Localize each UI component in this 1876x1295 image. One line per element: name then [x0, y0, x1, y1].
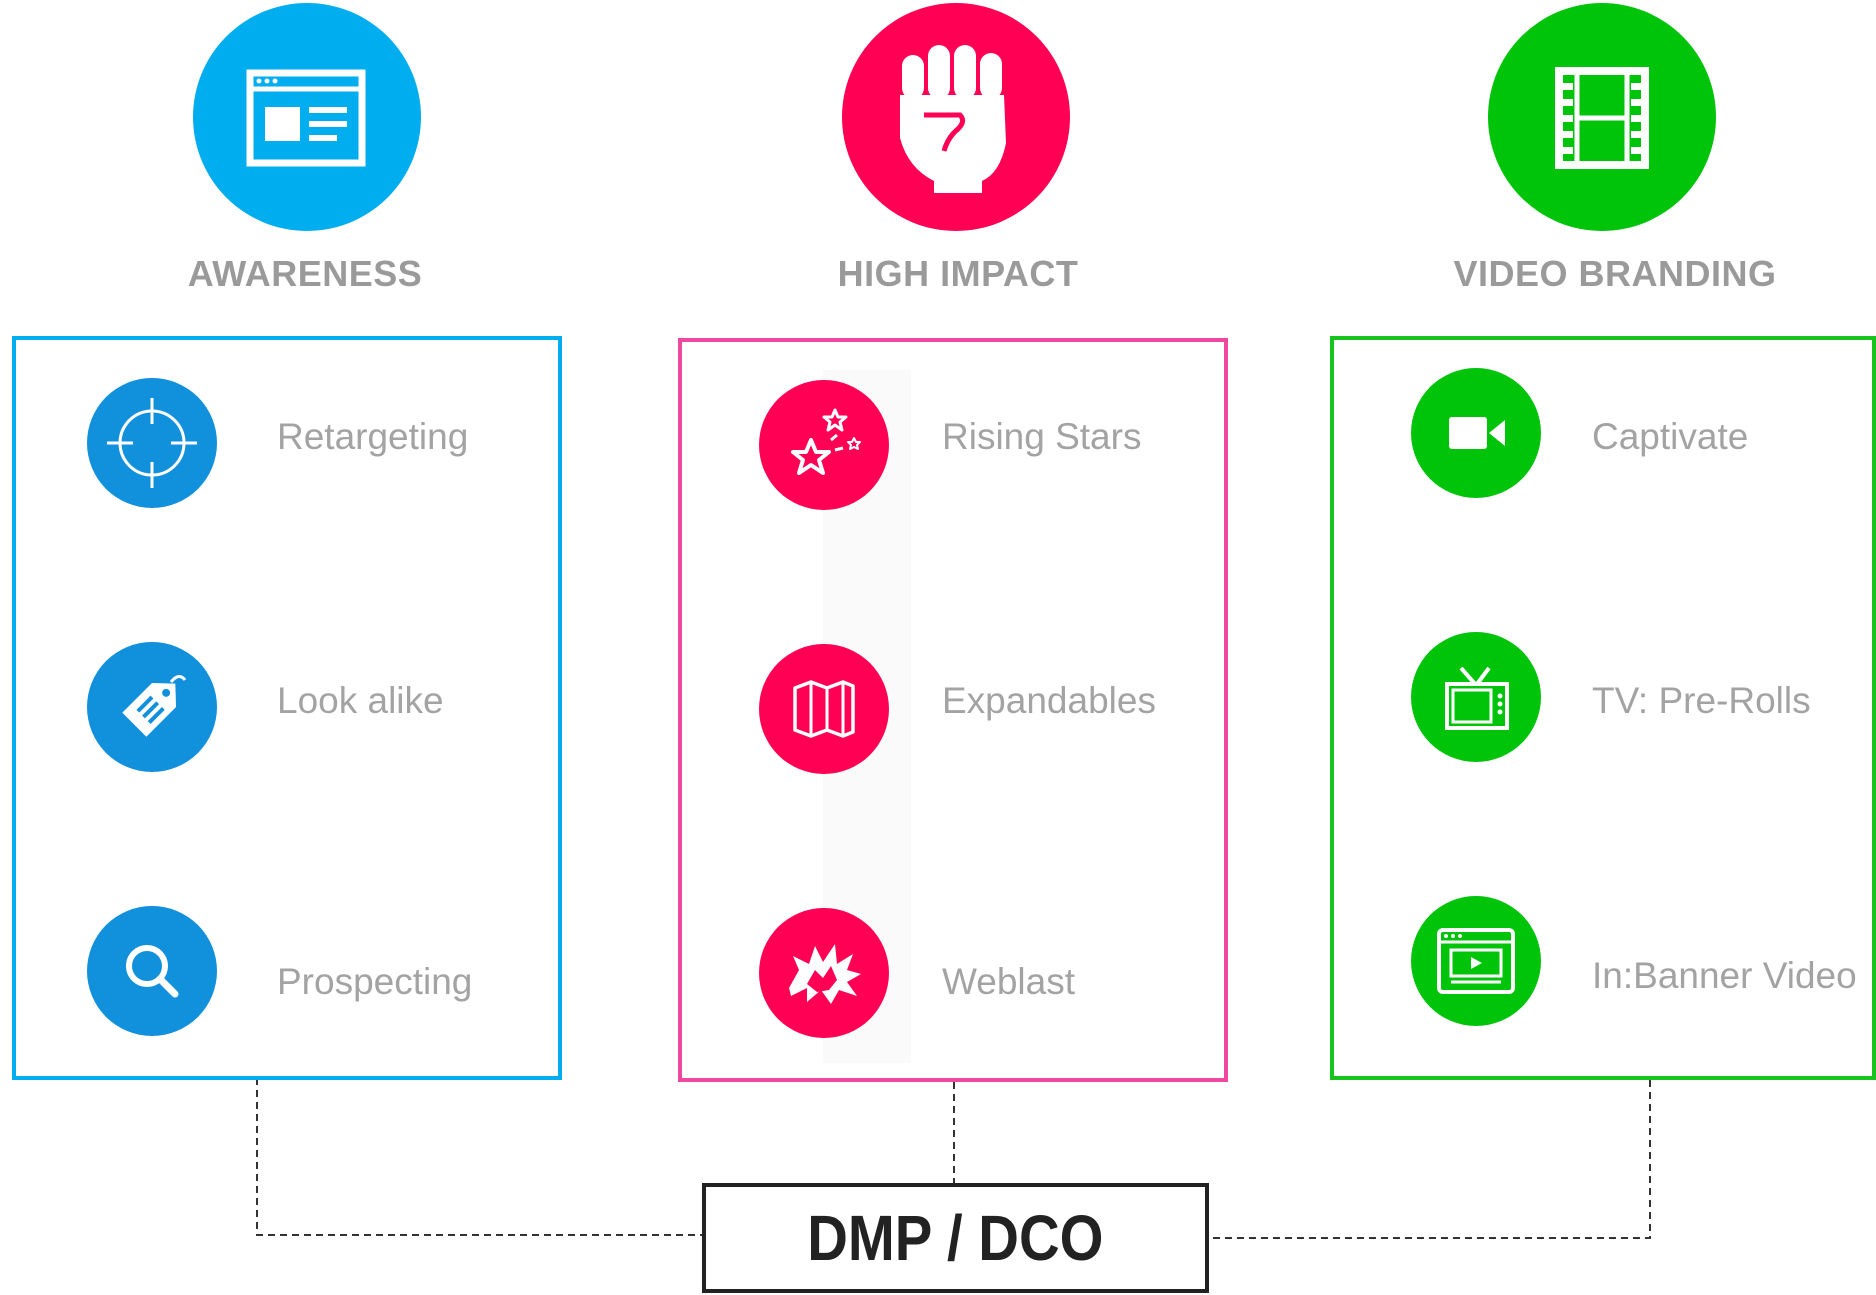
connector-awareness	[256, 1078, 702, 1236]
tag-icon	[122, 675, 187, 737]
item-label-prospecting: Prospecting	[277, 961, 473, 1002]
prospecting-badge	[87, 906, 217, 1036]
item-label-weblast: Weblast	[942, 961, 1075, 1002]
television-icon	[1445, 666, 1509, 730]
high-impact-header-icon	[842, 3, 1070, 231]
video-camera-icon	[1449, 417, 1505, 449]
item-label-in-banner-video: In:Banner Video	[1592, 955, 1857, 996]
in-banner-video-badge	[1411, 896, 1541, 1026]
item-label-look-alike: Look alike	[277, 680, 444, 721]
explosion-icon	[789, 944, 861, 1004]
dmp-dco-box: DMP / DCO	[702, 1183, 1209, 1293]
stars-icon	[791, 408, 861, 475]
captivate-badge	[1411, 368, 1541, 498]
item-label-retargeting: Retargeting	[277, 416, 469, 457]
video-branding-header-icon	[1488, 3, 1716, 231]
folded-map-icon	[793, 680, 855, 738]
video-player-window-icon	[1437, 928, 1515, 994]
high-impact-title: HIGH IMPACT	[837, 253, 1079, 294]
item-label-expandables: Expandables	[942, 680, 1156, 721]
awareness-title: AWARENESS	[187, 253, 423, 294]
weblast-badge	[759, 908, 889, 1038]
tv-pre-rolls-badge	[1411, 632, 1541, 762]
dmp-dco-label: DMP / DCO	[807, 1202, 1104, 1274]
item-label-rising-stars: Rising Stars	[942, 416, 1142, 457]
expandables-badge	[759, 644, 889, 774]
look-alike-badge	[87, 642, 217, 772]
video-branding-title: VIDEO BRANDING	[1453, 253, 1777, 294]
film-strip-icon	[1555, 67, 1649, 169]
awareness-header-icon	[193, 3, 421, 231]
connector-video	[1209, 1080, 1651, 1239]
search-icon	[126, 945, 179, 998]
item-label-tv-pre-rolls: TV: Pre-Rolls	[1592, 680, 1811, 721]
retargeting-badge	[87, 378, 217, 508]
browser-window-icon	[246, 69, 366, 167]
crosshair-icon	[107, 398, 197, 488]
rising-stars-badge	[759, 380, 889, 510]
item-label-captivate: Captivate	[1592, 416, 1749, 457]
fist-icon	[900, 45, 1006, 193]
